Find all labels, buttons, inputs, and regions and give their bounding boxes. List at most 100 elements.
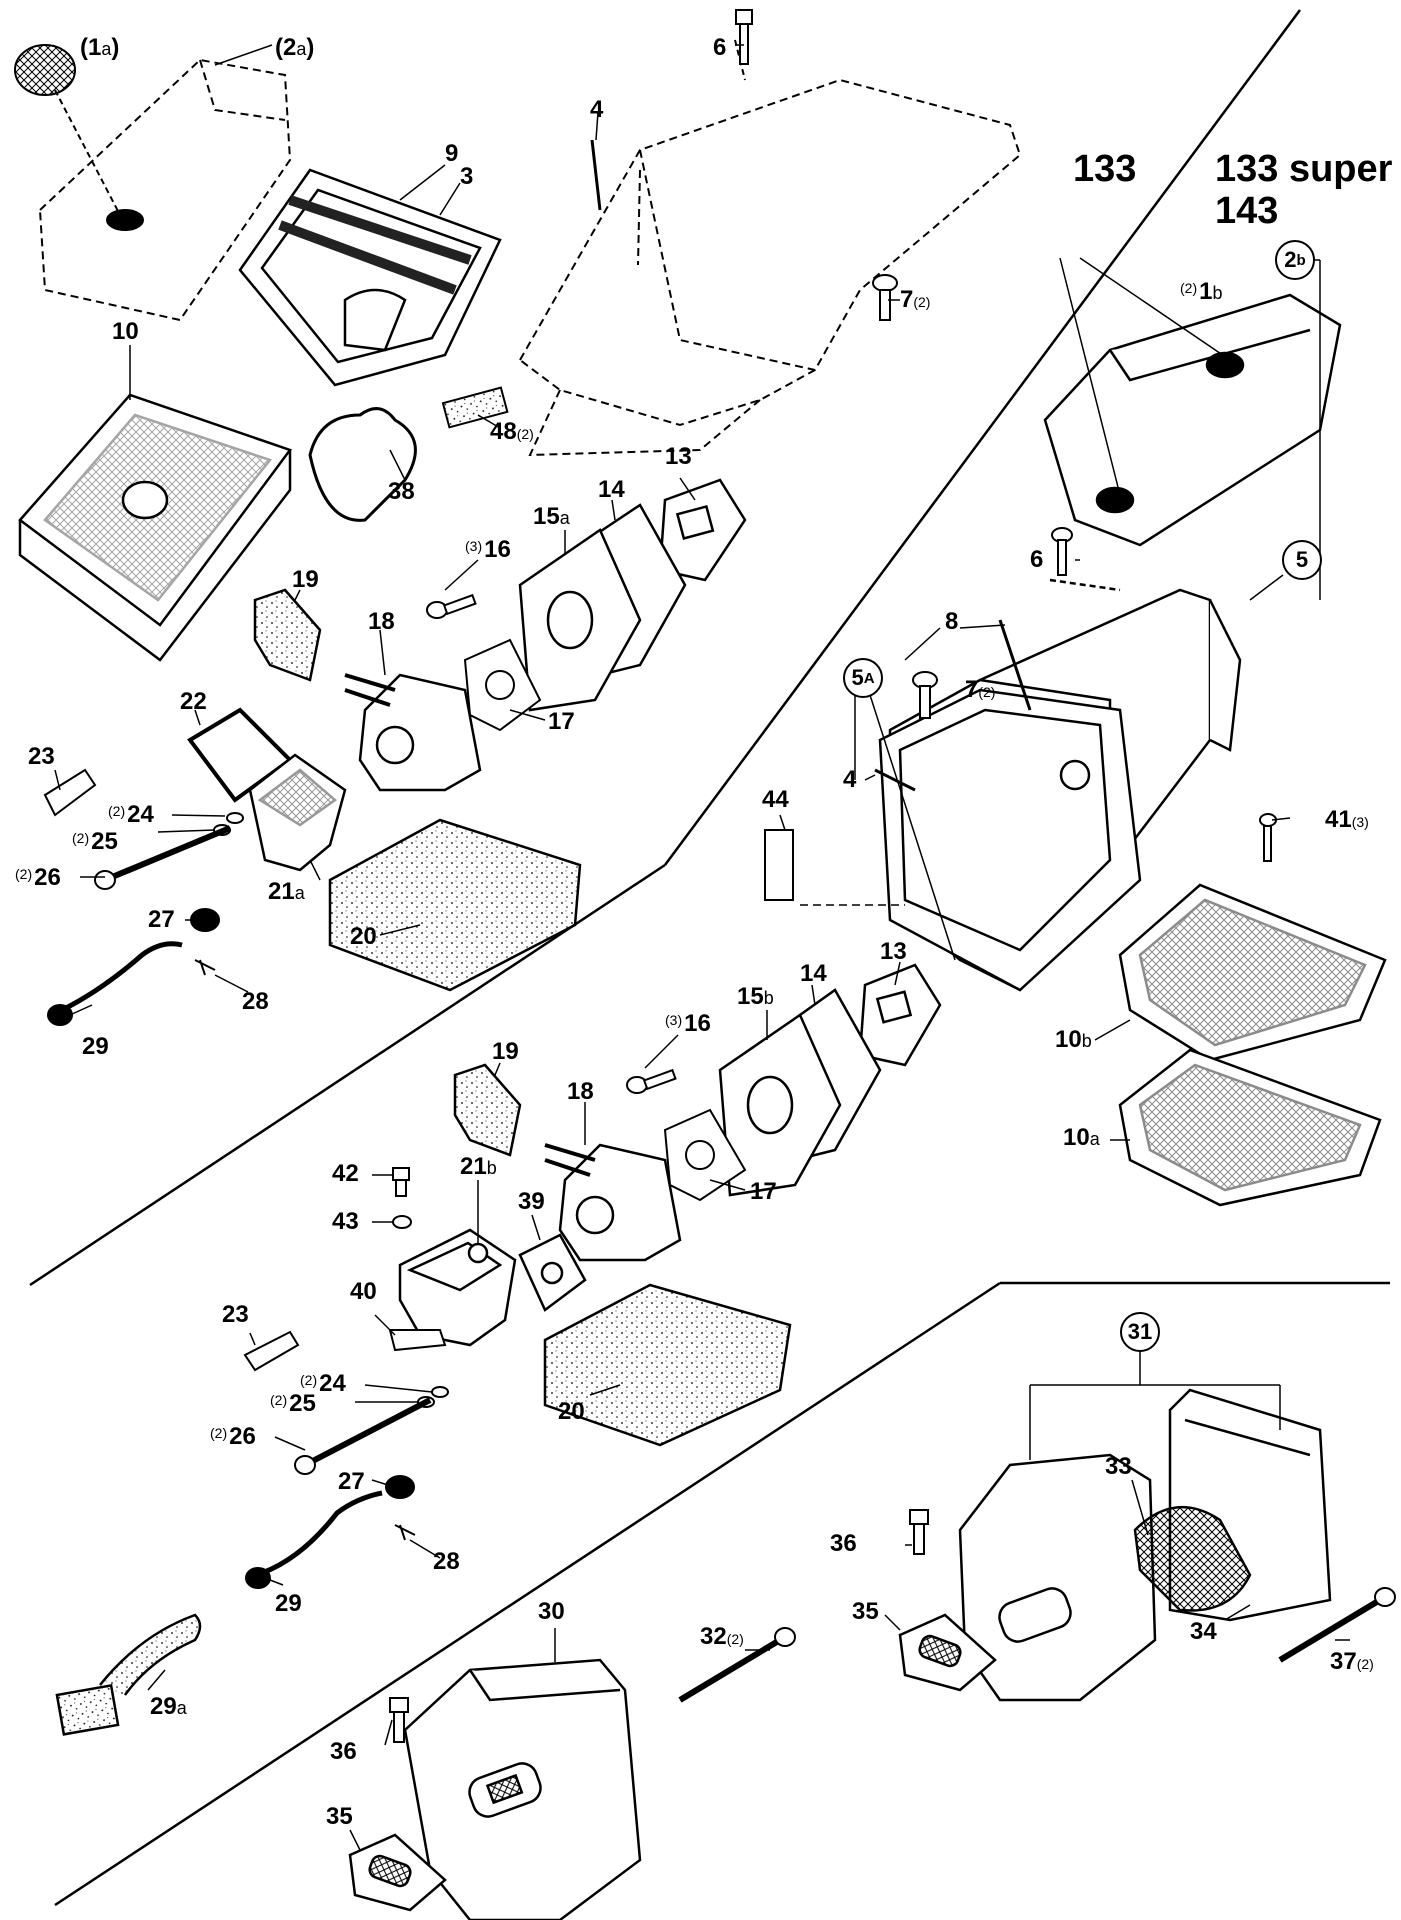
label-41: 41(3) [1325,806,1369,833]
label-35-a: 35 [326,1803,353,1830]
part-18-carburetor-b [544,1143,682,1262]
label-20-a: 20 [350,923,377,950]
part-38-gasket [308,407,417,522]
label-22: 22 [180,688,207,715]
label-42: 42 [332,1160,359,1187]
part-6-top-screw [735,9,753,65]
model-label-143: 143 [1215,190,1279,232]
part-28-clip-b [394,1524,416,1541]
label-3: 3 [460,163,474,190]
model-label-133-super: 133 super [1215,148,1393,190]
label-40: 40 [350,1278,377,1305]
label-25-a: (2)25 [72,828,118,855]
label-27-a: 27 [148,906,175,933]
label-16-a: (3)16 [465,536,511,563]
part-13-gasket-b [858,963,942,1067]
label-26-a: (2)26 [15,864,61,891]
part-40-bracket [388,1329,447,1352]
part-16-screw-b [626,1068,677,1094]
label-19-a: 19 [292,566,319,593]
label-39: 39 [518,1188,545,1215]
label-29-b: 29 [275,1590,302,1617]
label-14-a: 14 [598,476,625,503]
label-33: 33 [1105,1453,1132,1480]
label-38: 38 [388,478,415,505]
label-44: 44 [762,786,789,813]
part-10a-filter [1118,1048,1382,1207]
label-30: 30 [538,1598,565,1625]
label-13-a: 13 [665,443,692,470]
part-19-bracket [253,588,322,682]
label-26-b: (2)26 [210,1423,256,1450]
label-17-a: 17 [548,708,575,735]
label-35-b: 35 [852,1598,879,1625]
part-29-fuel-line-b [245,1490,383,1589]
label-1b: (2)1b [1180,278,1223,305]
label-43: 43 [332,1208,359,1235]
model-label-133: 133 [1073,148,1137,190]
part-35-gasket-b [898,1613,997,1692]
label-36-a: 36 [330,1738,357,1765]
part-14-15a-intake-flange [518,503,687,712]
label-21b: 21b [460,1153,497,1180]
label-2a: (2a) [275,34,315,61]
part-6-right-screw [1051,527,1073,576]
label-24-b: (2)24 [300,1370,346,1397]
part-43-washer [392,1215,412,1229]
part-35-gasket-a [348,1833,447,1912]
label-15b: 15b [737,983,774,1010]
part-36-screw-b [909,1509,929,1555]
label-23-b: 23 [222,1301,249,1328]
part-8-spring [998,619,1032,711]
part-7-right-screw [912,671,938,719]
label-48: 48(2) [490,418,534,445]
label-16-b: (3)16 [665,1010,711,1037]
part-27-grommet-b [385,1475,415,1499]
part-42-screw [392,1167,410,1197]
part-7-top-screw [872,274,898,321]
label-21a: 21a [268,878,305,905]
part-37-bolt [1278,1587,1396,1663]
part-26-long-bolt-b [294,1397,432,1475]
leader-lines [54,44,1350,1851]
label-6-right: 6 [1030,546,1044,573]
part-4-top-spring [590,139,602,211]
part-21a-intake-manifold [248,753,347,872]
part-27-grommet [190,908,220,932]
part-23-clip [43,768,97,817]
part-29-fuel-line [47,941,183,1026]
part-20-foam-pad [328,818,582,992]
part-30-muffler [403,1658,642,1920]
part-39-gasket [518,1233,587,1312]
part-26-long-bolt [94,825,232,890]
label-5: 5 [1282,540,1322,580]
label-1a: (1a) [80,34,120,61]
label-4-top: 4 [590,96,604,123]
label-9: 9 [445,140,459,167]
part-28-clip [194,959,216,976]
part-18-carburetor [344,673,482,792]
part-21b-intake-manifold [398,1228,517,1347]
label-4-right: 4 [843,766,857,793]
part-2b-air-filter-cover [1043,293,1342,547]
part-2a-air-filter-cover [38,58,292,322]
part-48-foam-strip [441,386,509,429]
part-20-foam-pad-b [543,1283,792,1447]
part-10-filter-base [18,393,293,662]
label-18-b: 18 [567,1078,594,1105]
part-23-clip-b [243,1330,300,1372]
part-44-label-plate [764,829,794,901]
label-29a: 29a [150,1693,187,1720]
label-19-b: 19 [492,1038,519,1065]
label-13-b: 13 [880,938,907,965]
label-15a: 15a [533,503,570,530]
part-14-15b-intake-flange [718,988,882,1197]
part-10b-filter [1118,883,1387,1062]
label-28-a: 28 [242,988,269,1015]
part-36-screw-a [389,1697,409,1743]
label-28-b: 28 [433,1548,460,1575]
label-31: 31 [1120,1312,1160,1352]
